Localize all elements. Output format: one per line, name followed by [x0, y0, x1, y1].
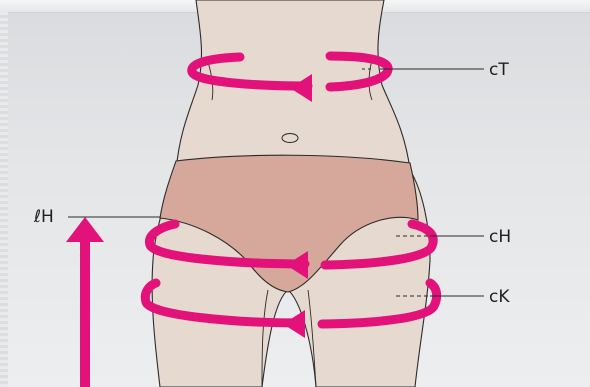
side-length-label: ℓH	[33, 207, 54, 227]
waist-label: cT	[489, 60, 509, 80]
length-arrow-icon	[66, 217, 104, 242]
thigh-arrowhead	[283, 310, 305, 338]
length-arrow-shaft	[80, 238, 90, 387]
thigh-label: cK	[489, 287, 510, 307]
hip-label: cH	[489, 227, 511, 247]
